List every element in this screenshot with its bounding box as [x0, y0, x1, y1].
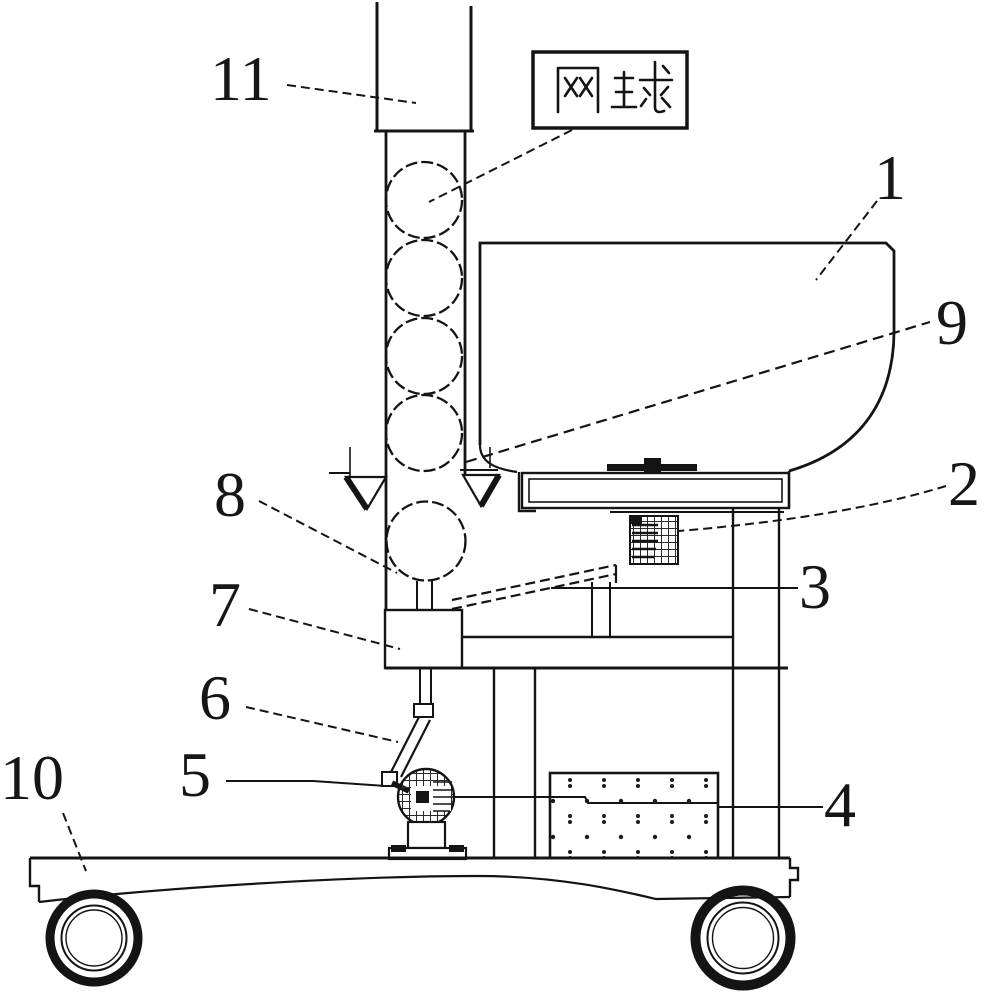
feed-tube — [374, 2, 474, 611]
hopper-slope-line — [465, 320, 931, 464]
part-label-10: 10 — [0, 742, 64, 813]
left-wheel — [45, 889, 143, 987]
part-label-4: 4 — [824, 769, 856, 840]
part-label-3: 3 — [799, 551, 831, 622]
part-label-2: 2 — [948, 448, 980, 519]
part-label-8: 8 — [214, 459, 246, 530]
part-label-5: 5 — [179, 739, 211, 810]
launch-ramp — [451, 563, 618, 611]
cart-deck — [28, 856, 800, 904]
leader-lines-dashed — [62, 84, 947, 872]
tennis-ball-label-box: 网球 — [531, 50, 689, 130]
right-wheel — [690, 885, 796, 991]
part-label-9: 9 — [936, 287, 968, 358]
feed-block — [629, 515, 679, 565]
part-label-1: 1 — [874, 142, 906, 213]
battery-box — [548, 771, 720, 860]
qiu-glyph — [610, 60, 674, 114]
tennis-balls — [384, 160, 467, 582]
part-label-6: 6 — [199, 662, 231, 733]
leader-lines-solid — [226, 587, 823, 808]
part-label-7: 7 — [209, 569, 241, 640]
table-frame — [385, 508, 788, 858]
gate-plate — [517, 458, 791, 513]
wang-glyph — [556, 66, 600, 114]
striker-housing — [383, 581, 464, 670]
part-label-11: 11 — [210, 43, 272, 114]
release-arrows — [329, 447, 502, 512]
